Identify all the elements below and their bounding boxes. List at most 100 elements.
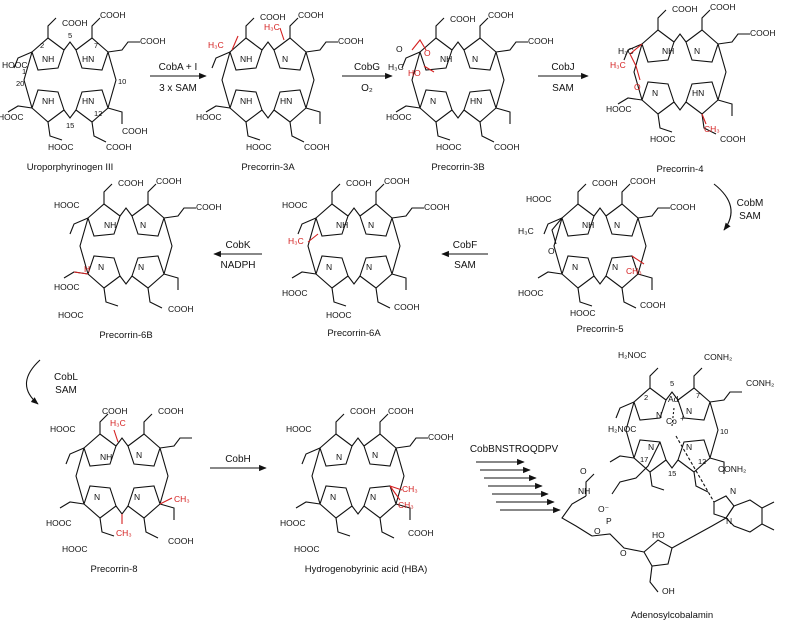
n-label: N bbox=[336, 452, 342, 462]
reaction-arrow-multistep: CobBNSTROQDPV bbox=[470, 444, 561, 514]
enzyme-label: CobJ bbox=[551, 62, 574, 73]
compound-precorrin-6a: H₃C COOH COOH COOH HOOC HOOC HOOC COOH N… bbox=[282, 176, 450, 339]
cofactor-label: SAM bbox=[55, 385, 77, 396]
position-number: 2 bbox=[40, 41, 44, 50]
hydroxyl-label: OH bbox=[662, 586, 675, 596]
hooc-label: HOOC bbox=[282, 200, 308, 210]
cooh-label: COOH bbox=[394, 302, 420, 312]
n-label: N bbox=[136, 450, 142, 460]
cooh-label: COOH bbox=[346, 178, 372, 188]
cooh-label: COOH bbox=[388, 406, 414, 416]
methyl-label: H₃C bbox=[288, 236, 304, 246]
compound-name: Precorrin-5 bbox=[577, 324, 624, 335]
n-label: N bbox=[98, 262, 104, 272]
n-label: N bbox=[368, 220, 374, 230]
n-label: N bbox=[372, 450, 378, 460]
hooc-label: HOOC bbox=[386, 112, 412, 122]
cooh-label: COOH bbox=[670, 202, 696, 212]
hooc-label: HOOC bbox=[326, 310, 352, 320]
enzyme-label: CobBNSTROQDPV bbox=[470, 444, 559, 455]
hn-label: HN bbox=[280, 96, 292, 106]
position-number: 7 bbox=[94, 41, 98, 50]
nh-label: NH bbox=[42, 54, 54, 64]
n-label: N bbox=[472, 54, 478, 64]
position-number: 12 bbox=[698, 457, 706, 466]
enzyme-label: CobF bbox=[453, 240, 477, 251]
cooh-label: COOH bbox=[720, 134, 746, 144]
cooh-label: COOH bbox=[260, 12, 286, 22]
cooh-label: COOH bbox=[100, 10, 126, 20]
n-label: N bbox=[134, 492, 140, 502]
position-number: 2 bbox=[644, 393, 648, 402]
n-label: N bbox=[614, 220, 620, 230]
cooh-label: COOH bbox=[140, 36, 166, 46]
hooc-label: HOOC bbox=[2, 60, 28, 70]
amide-label: CONH₂ bbox=[704, 352, 732, 362]
n-label: N bbox=[612, 262, 618, 272]
oxygen-label: O bbox=[580, 466, 587, 476]
cofactor-label: SAM bbox=[454, 260, 476, 271]
cooh-label: COOH bbox=[424, 202, 450, 212]
hooc-label: HOOC bbox=[436, 142, 462, 152]
hooc-label: HOOC bbox=[650, 134, 676, 144]
compound-name: Hydrogenobyrinic acid (HBA) bbox=[305, 564, 428, 575]
hooc-label: HOOC bbox=[282, 288, 308, 298]
nh-label: NH bbox=[42, 96, 54, 106]
position-number: 5 bbox=[68, 31, 72, 40]
nh-label: NH bbox=[104, 220, 116, 230]
methyl-label: CH₃ bbox=[398, 500, 414, 510]
n-label: N bbox=[572, 262, 578, 272]
cooh-label: COOH bbox=[750, 28, 776, 38]
hooc-label: HOOC bbox=[58, 310, 84, 320]
position-number: 7 bbox=[696, 391, 700, 400]
methyl-label: H₃C bbox=[388, 62, 404, 72]
methyl-label: H₃C bbox=[518, 226, 534, 236]
n-label: N bbox=[730, 486, 736, 496]
enzyme-label: CobL bbox=[54, 372, 78, 383]
n-label: N bbox=[370, 492, 376, 502]
cooh-label: COOH bbox=[640, 300, 666, 310]
hooc-label: HOOC bbox=[286, 424, 312, 434]
n-label: N bbox=[726, 516, 732, 526]
compound-precorrin-4: H₃C H₃C O CH₃ COOH COOH COOH HOOC HOOC C… bbox=[606, 2, 776, 175]
compound-name: Precorrin-8 bbox=[91, 564, 138, 575]
position-number: 10 bbox=[720, 427, 728, 436]
adenosyl-label: Ad bbox=[668, 394, 679, 404]
n-label: N bbox=[326, 262, 332, 272]
hooc-label: HOOC bbox=[280, 518, 306, 528]
cooh-label: COOH bbox=[118, 178, 144, 188]
compound-name: Uroporphyrinogen III bbox=[27, 162, 114, 173]
compound-name: Precorrin-6B bbox=[99, 330, 152, 341]
cooh-label: COOH bbox=[488, 10, 514, 20]
n-label: N bbox=[686, 442, 692, 452]
hn-label: HN bbox=[692, 88, 704, 98]
compound-name: Adenosylcobalamin bbox=[631, 610, 713, 621]
cooh-label: COOH bbox=[494, 142, 520, 152]
n-label: N bbox=[686, 406, 692, 416]
methyl-label: H₃C bbox=[110, 418, 126, 428]
oxygen-label: O bbox=[634, 82, 641, 92]
hooc-label: HOOC bbox=[294, 544, 320, 554]
n-label: N bbox=[430, 96, 436, 106]
cooh-label: COOH bbox=[710, 2, 736, 12]
cooh-label: COOH bbox=[304, 142, 330, 152]
oxygen-label: O bbox=[594, 526, 601, 536]
nh-label: NH bbox=[582, 220, 594, 230]
enzyme-label: CobG bbox=[354, 62, 380, 73]
cooh-label: COOH bbox=[350, 406, 376, 416]
hooc-label: HOOC bbox=[196, 112, 222, 122]
methyl-label: H₃C bbox=[610, 60, 626, 70]
hooc-label: HOOC bbox=[518, 288, 544, 298]
methyl-label: CH₃ bbox=[704, 124, 720, 134]
compound-name: Precorrin-4 bbox=[657, 164, 704, 175]
cooh-label: COOH bbox=[672, 4, 698, 14]
oxygen-label: O bbox=[424, 48, 431, 58]
hooc-label: HOOC bbox=[48, 142, 74, 152]
reaction-arrow-cobk: CobK NADPH bbox=[213, 240, 262, 271]
position-number: 15 bbox=[668, 469, 676, 478]
n-label: N bbox=[140, 220, 146, 230]
cooh-label: COOH bbox=[298, 10, 324, 20]
compound-name: Precorrin-6A bbox=[327, 328, 381, 339]
compound-precorrin-3a: H₃C H₃C COOH COOH COOH HOOC HOOC COOH NH… bbox=[196, 10, 364, 173]
reaction-arrow-cobf: CobF SAM bbox=[441, 240, 488, 271]
